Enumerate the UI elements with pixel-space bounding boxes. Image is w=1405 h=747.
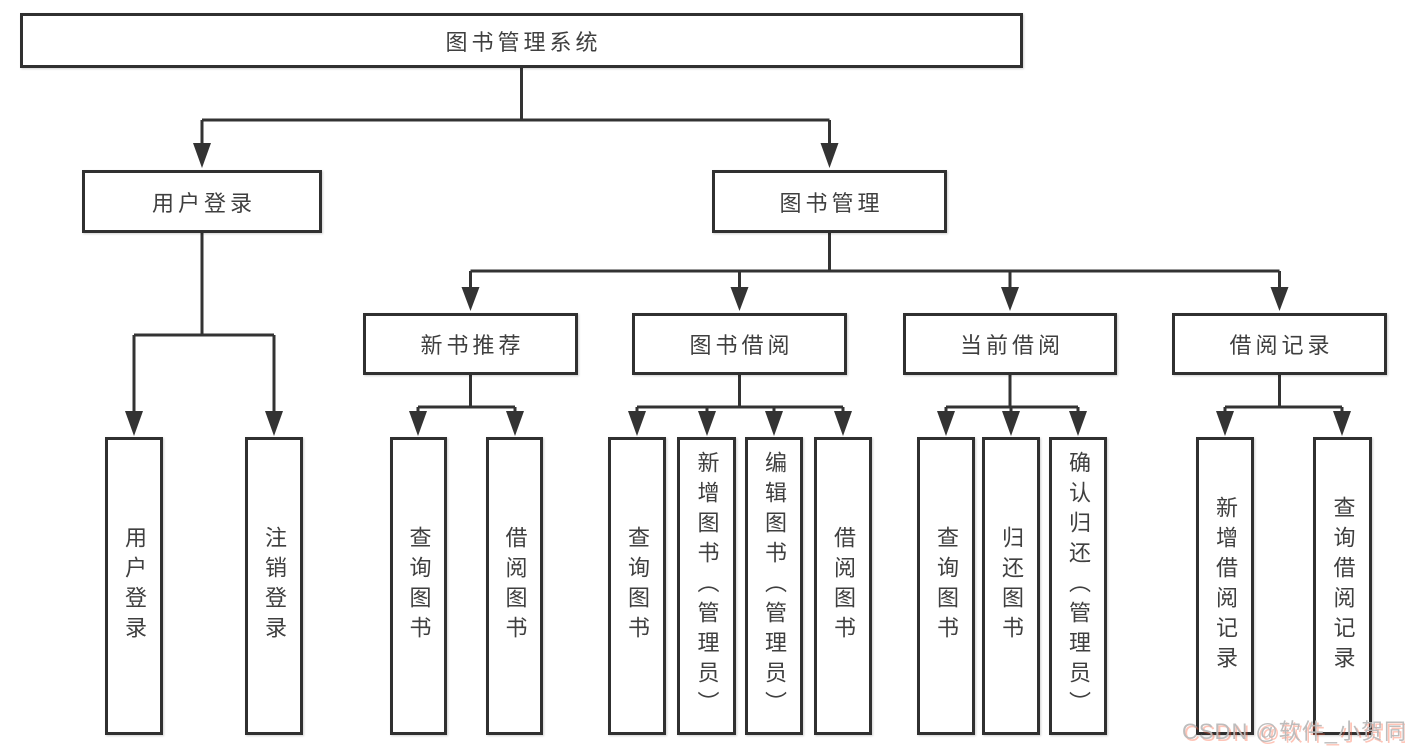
node-book-borrow: 图书借阅 [632,313,847,375]
leaf-records-add: 新增借阅记录 [1196,437,1254,735]
node-current-borrow: 当前借阅 [903,313,1117,375]
leaf-current-query: 查询图书 [917,437,975,735]
leaf-logout: 注销登录 [245,437,303,735]
node-new-book-recommend: 新书推荐 [363,313,578,375]
leaf-newbook-query: 查询图书 [390,437,447,735]
leaf-borrow-edit: 编辑图书（管理员） [745,437,803,735]
leaf-current-return: 归还图书 [982,437,1040,735]
node-root: 图书管理系统 [20,13,1023,68]
leaf-current-confirm-return: 确认归还（管理员） [1049,437,1107,735]
leaf-borrow-borrow: 借阅图书 [814,437,872,735]
arrowheads [125,143,1351,436]
node-user-login: 用户登录 [82,170,322,233]
leaf-borrow-add: 新增图书（管理员） [677,437,736,735]
leaf-borrow-query: 查询图书 [608,437,666,735]
leaf-records-query: 查询借阅记录 [1313,437,1372,735]
node-borrow-records: 借阅记录 [1172,313,1387,375]
node-book-management: 图书管理 [712,170,947,233]
leaf-user-login: 用户登录 [105,437,163,735]
leaf-newbook-borrow: 借阅图书 [486,437,543,735]
watermark: CSDN @软件_小贺同学 [1182,719,1405,744]
